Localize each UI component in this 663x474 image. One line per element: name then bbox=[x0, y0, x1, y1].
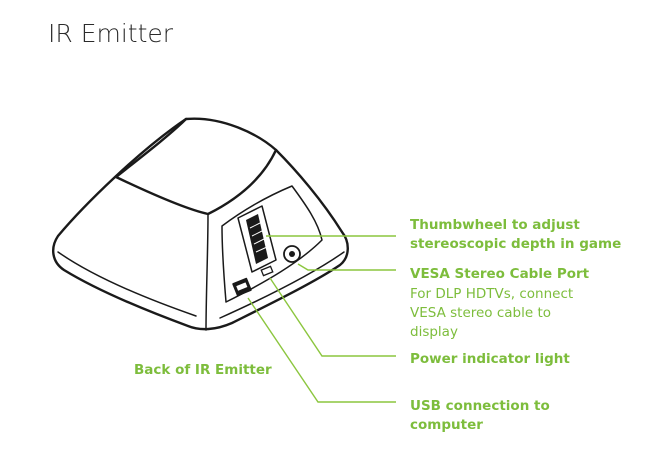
vesa-port-icon bbox=[283, 245, 301, 263]
callout-vesa-port: VESA Stereo Cable Port For DLP HDTVs, co… bbox=[410, 266, 590, 340]
callout-usb: USB connection to computer bbox=[410, 398, 550, 433]
vesa-port-desc-line2: VESA stereo cable to bbox=[410, 305, 551, 321]
ir-emitter-device bbox=[52, 117, 349, 331]
callout-power-indicator: Power indicator light bbox=[410, 351, 570, 367]
back-panel-recess bbox=[221, 185, 323, 303]
vesa-port-desc-line1: For DLP HDTVs, connect bbox=[410, 286, 573, 302]
page-title: IR Emitter bbox=[48, 19, 174, 48]
usb-label-line2: computer bbox=[410, 417, 483, 433]
device-base-lip-right bbox=[219, 251, 345, 319]
power-leader bbox=[269, 277, 396, 357]
vesa-leader bbox=[297, 263, 396, 271]
device-base-lip bbox=[57, 251, 197, 317]
thumbwheel-label-line2: stereoscopic depth in game bbox=[410, 236, 621, 252]
usb-leader bbox=[247, 297, 396, 403]
device-top-face bbox=[114, 117, 278, 216]
thumbwheel-label-line1: Thumbwheel to adjust bbox=[410, 217, 580, 233]
thumbwheel-icon bbox=[246, 214, 268, 264]
vesa-port-desc-line3: display bbox=[410, 324, 458, 340]
back-of-emitter-caption: Back of IR Emitter bbox=[134, 362, 272, 378]
usb-port-icon bbox=[232, 277, 252, 297]
callout-thumbwheel: Thumbwheel to adjust stereoscopic depth … bbox=[410, 217, 621, 252]
vesa-port-heading: VESA Stereo Cable Port bbox=[410, 266, 590, 282]
power-indicator-label: Power indicator light bbox=[410, 351, 570, 367]
usb-label-line1: USB connection to bbox=[410, 398, 550, 414]
device-front-edge bbox=[205, 213, 209, 331]
power-indicator-icon bbox=[260, 265, 274, 277]
device-body-outline bbox=[52, 117, 349, 331]
thumbwheel-housing bbox=[237, 205, 277, 273]
